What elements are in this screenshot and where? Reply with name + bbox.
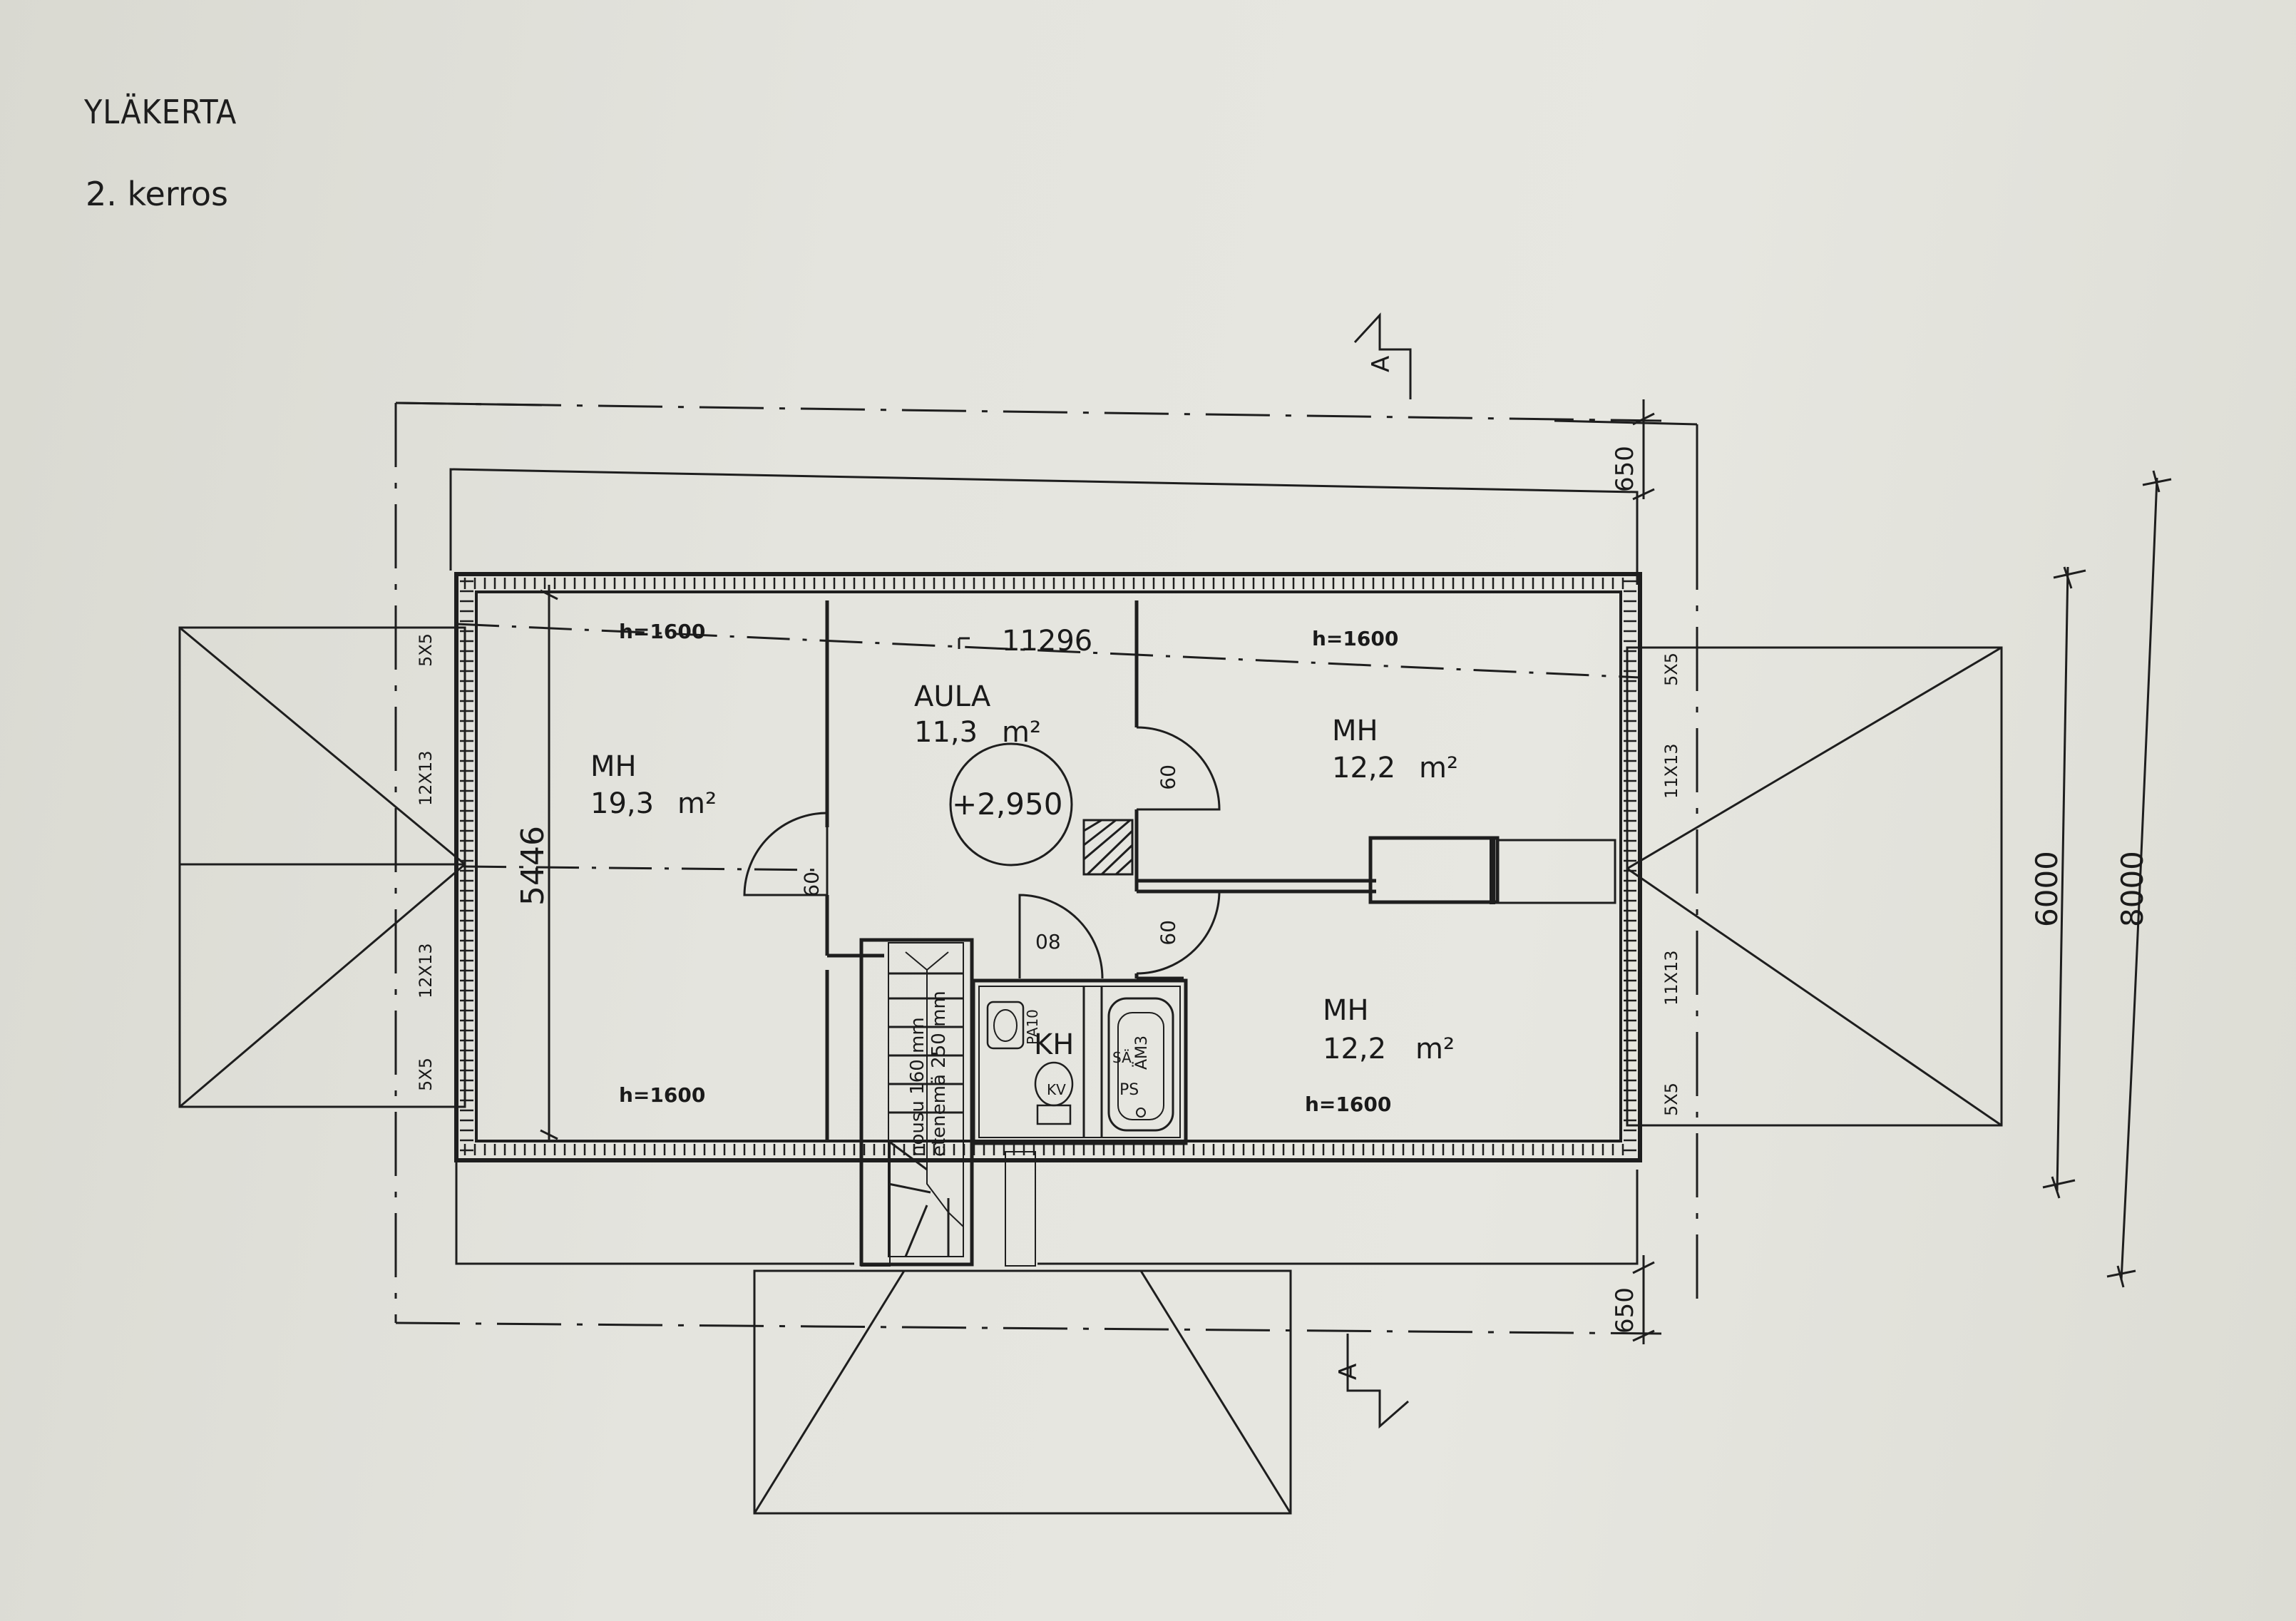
window-label-left-3: 12X13	[416, 943, 436, 998]
door-label-top-right: 09	[1156, 765, 1179, 790]
room-mh-top-right-label: MH	[1332, 715, 1378, 747]
window-label-right-4: 5X5	[1661, 1083, 1681, 1116]
room-mh-left-unit: m²	[677, 787, 717, 820]
room-mh-top-right-unit: m²	[1419, 752, 1458, 784]
interior-walls	[825, 600, 1376, 1141]
room-aula-area: 11,3	[914, 716, 978, 749]
dim-8000-label: 8000	[2115, 851, 2150, 927]
dim-depth-6000	[2042, 566, 2086, 1199]
page-title: YLÄKERTA	[84, 93, 237, 131]
roof-outline	[394, 402, 1698, 1335]
closet-right	[1368, 836, 1616, 904]
dim-depth-line	[463, 585, 828, 1141]
gable-bottom	[753, 1269, 1292, 1515]
level-label: +2,950	[952, 787, 1062, 822]
window-label-right-3: 11X13	[1661, 950, 1681, 1006]
chimney	[1082, 819, 1134, 876]
section-marker-bottom	[1346, 1334, 1409, 1429]
fixture-label-kv: KV	[1047, 1081, 1066, 1098]
gable-left	[178, 626, 466, 1108]
door-label-kh: 08	[1035, 930, 1061, 953]
room-mh-left-height-bottom: h=1600	[619, 1083, 705, 1107]
section-marker-top	[1353, 312, 1412, 399]
fixture-label-pa10: PA10	[1024, 1009, 1041, 1045]
room-mh-top-right-height: h=1600	[1312, 627, 1398, 650]
room-kh-label: KH	[1034, 1028, 1074, 1061]
section-marker-bottom-label: A	[1334, 1364, 1363, 1380]
door-swings	[743, 726, 1221, 979]
room-aula-unit: m²	[1002, 716, 1041, 749]
window-label-left-1: 5X5	[416, 633, 436, 667]
window-label-left-4: 5X5	[416, 1058, 436, 1091]
dim-eave-top-label: 650	[1611, 446, 1639, 492]
stair-run-label: etenemä 250 mm	[928, 991, 950, 1157]
page-subtitle: 2. kerros	[86, 175, 228, 213]
section-marker-top-label: A	[1367, 356, 1395, 372]
gable-right	[1626, 646, 2003, 1127]
room-aula-label: AULA	[914, 680, 991, 713]
window-label-right-1: 5X5	[1661, 653, 1681, 686]
room-mh-bottom-right-area: 12,2	[1323, 1033, 1386, 1065]
dim-eave-bottom-label: 650	[1611, 1287, 1639, 1334]
dim-depth-label: 5446	[515, 826, 551, 906]
roof-corner-ticks	[395, 402, 1698, 542]
dim-6000-label: 6000	[2029, 851, 2064, 927]
stair-rise-label: nousu 160 mm	[907, 1017, 928, 1157]
dim-eave-bottom	[1632, 1255, 1655, 1344]
room-mh-bottom-right-label: MH	[1323, 994, 1369, 1027]
fixture-label-ps: PS	[1119, 1081, 1139, 1099]
stair	[859, 938, 1036, 1267]
dim-width-label: 11296	[1002, 625, 1092, 658]
room-mh-left-height-top: h=1600	[619, 620, 705, 643]
dim-eave-top	[1632, 399, 1655, 501]
door-label-left: 09	[799, 871, 823, 897]
bathroom-walls	[971, 978, 1188, 1145]
eave-band	[449, 468, 1639, 1265]
room-mh-left-area: 19,3	[590, 787, 654, 820]
wall-hatch	[460, 578, 1636, 1155]
fixture-label-sa: SÄ	[1112, 1049, 1132, 1066]
dim-depth-8000	[2106, 470, 2172, 1288]
level-circle	[949, 742, 1073, 866]
window-label-right-2: 11X13	[1661, 743, 1681, 799]
room-mh-bottom-right-unit: m²	[1415, 1033, 1455, 1065]
door-label-bottom-right: 09	[1156, 920, 1179, 946]
room-mh-left-label: MH	[590, 750, 637, 783]
fixture-label-am3: ÄM3	[1132, 1036, 1151, 1070]
window-label-left-2: 12X13	[416, 750, 436, 806]
dim-width-line	[456, 623, 1641, 679]
room-mh-bottom-right-height: h=1600	[1305, 1093, 1391, 1116]
room-mh-top-right-area: 12,2	[1332, 752, 1395, 784]
